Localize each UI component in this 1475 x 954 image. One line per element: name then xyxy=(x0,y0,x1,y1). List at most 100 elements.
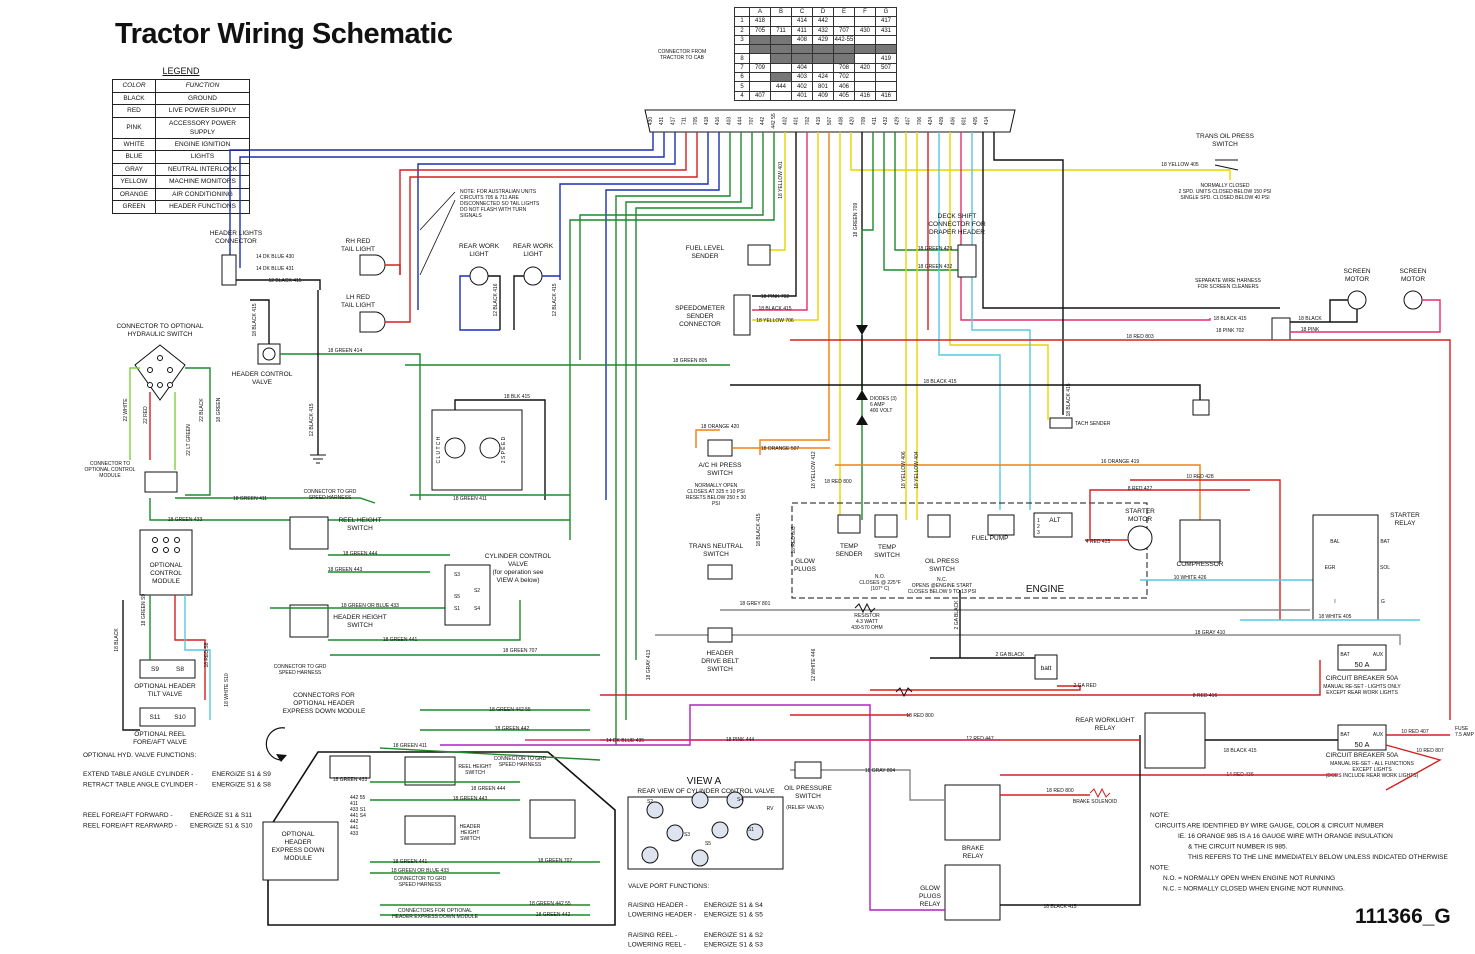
document-number: 111366_G xyxy=(1355,905,1451,928)
brake-relay-box xyxy=(944,784,1001,841)
port-label: S3 xyxy=(684,832,690,838)
cb-1-amp: 50 A xyxy=(1354,660,1369,669)
connector-pin-label: 411 xyxy=(872,117,878,125)
wire-403 xyxy=(615,132,731,745)
wire-405 xyxy=(850,132,1231,180)
wire-hyd4 xyxy=(185,367,211,496)
s3-label: S3 xyxy=(454,572,460,578)
wire-label: 18 RED 800 xyxy=(906,713,933,719)
wire-label: 18 BLACK xyxy=(114,628,120,652)
trans-neutral-switch-icon xyxy=(707,564,733,580)
opt-hyd-energize: ENERGIZE S1 & S8 xyxy=(212,782,271,789)
circuit-breaker-1-label: CIRCUIT BREAKER 50A xyxy=(1326,675,1399,682)
wire-416 xyxy=(600,660,1321,696)
brake-solenoid-icon xyxy=(1089,787,1111,799)
cylinder-control-valve-icon xyxy=(444,564,491,626)
wire-label: 12 WHITE 446 xyxy=(811,648,817,681)
glow-plug-relay-box xyxy=(944,864,1001,921)
fuel-pump-label: FUEL PUMP xyxy=(972,535,1009,542)
wire-label: 2 GA BLACK xyxy=(996,652,1026,658)
wire-label: 18 GREEN 442 55 xyxy=(489,707,531,713)
relay-pin: I xyxy=(1334,599,1335,605)
alternator-icon xyxy=(1033,512,1073,538)
wire-label: 18 GREEN xyxy=(216,397,222,422)
wire-416 xyxy=(605,132,720,500)
valve-energize: ENERGIZE S1 & S2 xyxy=(704,932,763,939)
wire-705 xyxy=(409,132,698,310)
tach-sender xyxy=(1049,417,1073,429)
harness-outline xyxy=(267,751,616,926)
pin xyxy=(174,537,180,543)
wire-label: 10 RED 407 xyxy=(1401,729,1428,735)
wire-label: 18 GREEN S9 xyxy=(141,594,147,626)
connector-pin-label: 442 55 xyxy=(771,113,777,129)
wire-label: 2 GA BLACK xyxy=(954,600,960,630)
note-line: & THE CIRCUIT NUMBER IS 985. xyxy=(1188,844,1288,851)
rear-work-light-2 xyxy=(523,266,543,286)
wire-label: 16 ORANGE 419 xyxy=(1101,459,1140,465)
s5-label: S5 xyxy=(454,594,460,600)
wire-801 xyxy=(949,132,1049,420)
arrow-head-icon xyxy=(276,754,287,762)
wire-711 xyxy=(399,132,687,275)
wire-label: 10 WHITE 426 xyxy=(1174,575,1207,581)
note-arrow xyxy=(419,199,456,276)
valve-port-icon xyxy=(666,824,684,842)
wire-label: 2 GA RED xyxy=(1073,683,1096,689)
view-a-title: VIEW A xyxy=(687,776,722,787)
diode-icon xyxy=(856,325,868,335)
connector-pin-label: 408 xyxy=(838,117,844,126)
wire-401 xyxy=(752,132,797,297)
wire-432 xyxy=(883,132,958,271)
wire-label: 18 BLACK 415 xyxy=(758,306,791,312)
pin xyxy=(147,382,153,388)
wire-442 xyxy=(579,132,764,360)
wire-label: 18 YELLOW 404 xyxy=(914,451,920,489)
pin xyxy=(152,547,158,553)
wire-label: 18 GREEN 432 xyxy=(918,264,953,270)
wire-410 xyxy=(655,634,1401,645)
connector-cell: 416 xyxy=(875,90,897,101)
wire-rwl2 xyxy=(513,275,524,330)
curved-arrow-icon xyxy=(265,727,286,761)
wire-label: 18 GRAY 410 xyxy=(1195,630,1226,636)
valve-port-icon xyxy=(726,791,744,809)
clutch-solenoid-icon xyxy=(444,437,466,459)
wire-419 xyxy=(835,464,1201,520)
alternator-label: ALT xyxy=(1049,517,1060,524)
wire-label: 12 BLACK 415 xyxy=(552,283,558,316)
wire-label: 18 GREEN OR BLUE 433 xyxy=(341,603,399,609)
wire-label: 18 GREEN 709 xyxy=(853,203,859,238)
wire-435 xyxy=(440,704,945,911)
wire-414b xyxy=(993,132,1064,415)
cb-aux: AUX xyxy=(1373,652,1384,658)
relief-valve-label: (RELIEF VALVE) xyxy=(786,805,824,811)
2-speed-solenoid-icon xyxy=(479,437,501,459)
connector-pin-label: 416 xyxy=(715,117,721,126)
wire-414 xyxy=(982,132,1280,309)
valve-function: LOWERING REEL - xyxy=(628,942,686,949)
relay-pin: BAL xyxy=(1330,539,1340,545)
wire-430 xyxy=(229,132,654,258)
express-reel-height-icon xyxy=(404,756,456,786)
opt-hyd-function: REEL FORE/AFT FORWARD - xyxy=(83,812,173,819)
view-a-subtitle: REAR VIEW OF CYLINDER CONTROL VALVE xyxy=(637,788,775,795)
